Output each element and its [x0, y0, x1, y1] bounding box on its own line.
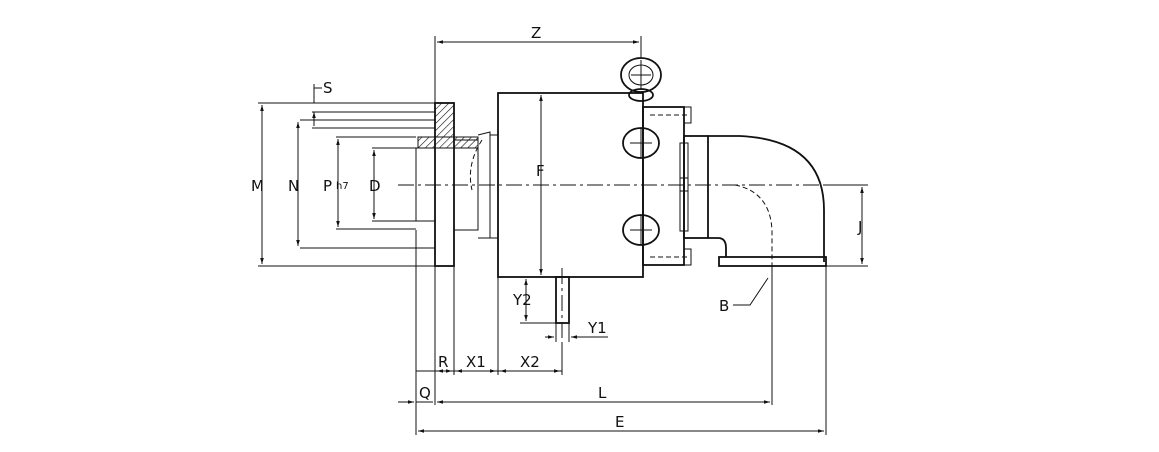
dim-M: M — [251, 102, 314, 264]
main-body — [490, 92, 709, 278]
dim-S: S — [312, 79, 333, 126]
label-M: M — [251, 177, 264, 195]
label-B: B — [719, 297, 729, 315]
label-Z: Z — [531, 24, 541, 42]
dim-Y1: Y1 — [545, 319, 608, 342]
port-top-ring — [620, 57, 662, 102]
label-N: N — [288, 177, 299, 195]
dim-E: E — [418, 266, 827, 435]
label-X2: X2 — [520, 353, 540, 371]
label-P-tolerance: h7 — [336, 181, 349, 192]
label-L: L — [598, 384, 607, 402]
dim-D: D — [369, 150, 381, 219]
label-D: D — [369, 177, 381, 195]
label-Y1: Y1 — [587, 319, 607, 337]
dim-F: F — [536, 95, 545, 275]
port-upper — [622, 127, 660, 159]
port-lower — [622, 214, 660, 246]
dim-Y2: Y2 — [512, 276, 556, 324]
dim-P: P h7 — [323, 139, 349, 227]
label-J: J — [857, 218, 862, 236]
label-X1: X1 — [466, 353, 486, 371]
label-R: R — [438, 353, 448, 371]
shaft-assembly — [258, 102, 491, 340]
dim-Z: Z — [434, 24, 642, 103]
dim-Q-L: Q L — [398, 266, 773, 435]
label-Y2: Y2 — [512, 291, 532, 309]
label-E: E — [615, 413, 624, 431]
label-S: S — [323, 79, 333, 97]
label-P: P — [323, 177, 332, 195]
dim-J: J — [826, 184, 868, 267]
elbow — [708, 135, 827, 267]
label-F: F — [536, 162, 545, 180]
hatched-section-upper — [434, 102, 455, 138]
hatched-section-lower — [417, 136, 479, 149]
leader-B: B — [719, 277, 769, 315]
label-Q: Q — [419, 384, 431, 402]
drain-pipe — [555, 268, 570, 345]
dim-chain-R-X1-X2: R X1 X2 — [416, 266, 563, 405]
dim-N: N — [288, 122, 300, 246]
